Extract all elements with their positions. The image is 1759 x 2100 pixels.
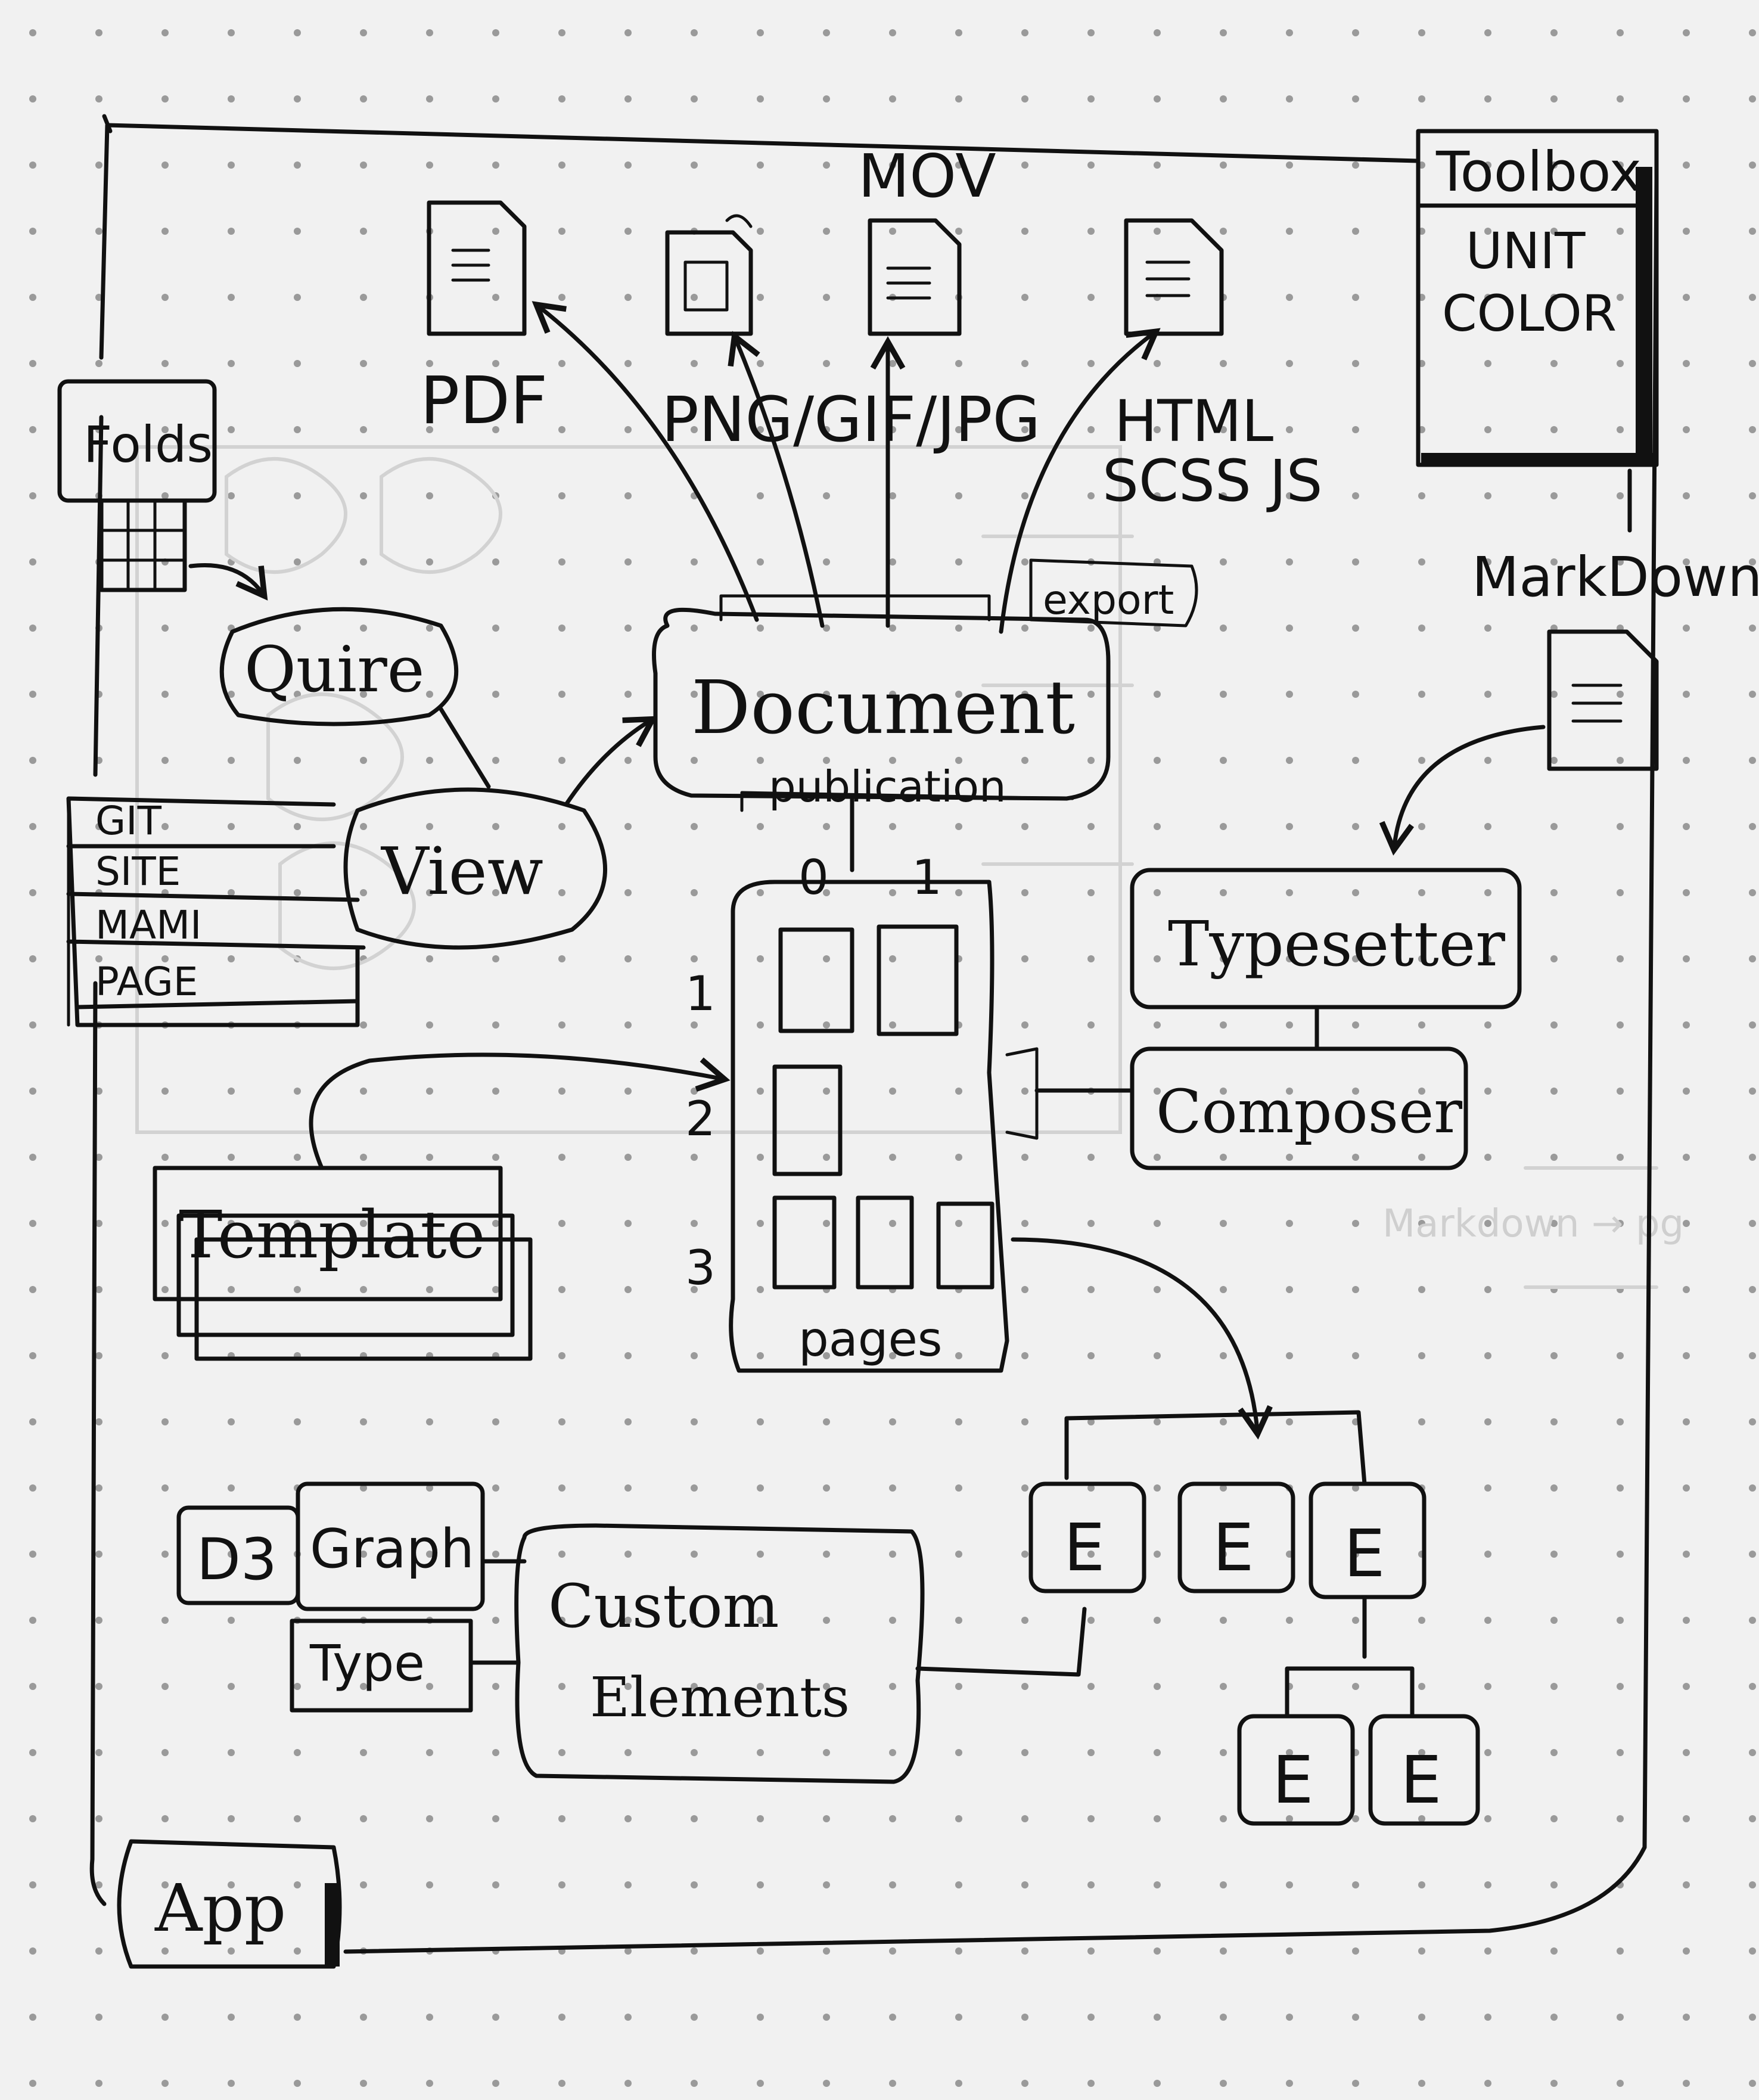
page-thumb[interactable] (778, 927, 854, 1033)
folds-to-quire-arrow (188, 563, 268, 601)
page-thumbnails (772, 924, 995, 1290)
markdown-file-icon (1547, 629, 1659, 771)
toolbox-item-unit: UNIT (1466, 222, 1586, 280)
custom-elements-box[interactable] (514, 1523, 925, 1784)
folds-grid-icon (99, 498, 187, 592)
pages-column-0: 0 (798, 850, 829, 905)
pdf-file-icon (427, 200, 527, 336)
element-subtree-branch (1285, 1595, 1415, 1719)
pages-column-1: 1 (912, 850, 942, 905)
element-tree-branch (1064, 1410, 1367, 1486)
folds-label: Folds (83, 415, 213, 474)
pages-label: pages (798, 1312, 942, 1367)
template-label: Template (179, 1197, 486, 1273)
template-to-pages-arrow (309, 1052, 731, 1170)
element-box[interactable] (1309, 1481, 1427, 1599)
image-file-icon (665, 214, 753, 336)
graph-box[interactable] (296, 1481, 485, 1611)
element-box[interactable] (1177, 1481, 1295, 1593)
pages-row-2: 2 (685, 1091, 716, 1147)
element-label: E (1064, 1509, 1105, 1586)
view-stack-mami[interactable]: MAMI (95, 902, 202, 948)
document-title: Document (691, 665, 1075, 751)
export-tag[interactable] (1029, 558, 1198, 627)
document-subtitle: publication (769, 762, 1006, 812)
page-thumb[interactable] (772, 1195, 837, 1290)
pdf-label: PDF (420, 362, 548, 439)
graph-label: Graph (310, 1518, 474, 1580)
view-blob[interactable] (343, 787, 608, 950)
element-label: E (1213, 1509, 1254, 1586)
view-stack-git[interactable]: GIT (95, 798, 162, 844)
markdown-label: MarkDown (1472, 545, 1759, 609)
pages-row-1: 1 (685, 966, 716, 1021)
type-box[interactable] (290, 1619, 473, 1713)
pages-to-elements-arrow (1011, 1237, 1273, 1440)
page-thumb[interactable] (877, 924, 959, 1036)
document-to-image-arrow (728, 331, 825, 628)
quire-blob[interactable] (219, 607, 459, 726)
export-label: export (1043, 577, 1174, 624)
toolbox-title: Toolbox (1435, 140, 1642, 204)
page-thumb[interactable] (856, 1195, 914, 1290)
mov-file-icon (868, 218, 962, 336)
app-frame (89, 123, 1659, 1954)
typesetter-label: Typesetter (1168, 908, 1505, 980)
view-to-quire-line (439, 707, 491, 789)
scss-js-label: SCSS JS (1102, 448, 1323, 514)
view-to-document-arrow (564, 716, 658, 807)
png-gif-jpg-label: PNG/GIF/JPG (661, 383, 1040, 456)
element-label: E (1272, 1742, 1314, 1818)
element-label: E (1344, 1515, 1385, 1592)
custom-elements-line2: Elements (590, 1666, 850, 1729)
html-file-icon (1124, 218, 1224, 336)
view-stack-page[interactable]: PAGE (95, 959, 198, 1005)
composer-label: Composer (1156, 1077, 1462, 1147)
view-stack-site[interactable]: SITE (95, 849, 181, 894)
d3-label: D3 (197, 1526, 277, 1593)
ghost-note: Markdown → pg (1382, 1202, 1684, 1246)
toolbox-item-color: COLOR (1442, 284, 1617, 343)
view-stack (66, 796, 366, 1027)
type-label: Type (309, 1634, 425, 1692)
page-thumb[interactable] (936, 1201, 995, 1290)
mov-label: MOV (858, 141, 996, 211)
document-box[interactable] (652, 607, 1111, 801)
custom-elements-to-element-line (915, 1607, 1087, 1677)
quire-label: Quire (244, 633, 424, 706)
html-label: HTML (1114, 388, 1273, 455)
document-to-html-arrow (999, 328, 1161, 634)
view-label: View (380, 833, 543, 909)
pages-container (729, 880, 1009, 1373)
composer-box[interactable] (1130, 1046, 1468, 1170)
template-box[interactable] (153, 1166, 503, 1301)
app-label: App (154, 1870, 286, 1946)
toolbox-panel (1416, 129, 1659, 467)
document-to-pdf-arrow (532, 301, 759, 622)
element-label: E (1400, 1742, 1442, 1818)
markdown-to-typesetter-arrow (1379, 725, 1546, 856)
pages-row-3: 3 (685, 1240, 716, 1296)
typesetter-box[interactable] (1130, 868, 1522, 1009)
element-box[interactable] (1028, 1481, 1146, 1593)
custom-elements-line1: Custom (548, 1571, 779, 1641)
element-box[interactable] (1237, 1714, 1355, 1826)
page-thumb[interactable] (772, 1064, 843, 1176)
element-box[interactable] (1368, 1714, 1480, 1826)
